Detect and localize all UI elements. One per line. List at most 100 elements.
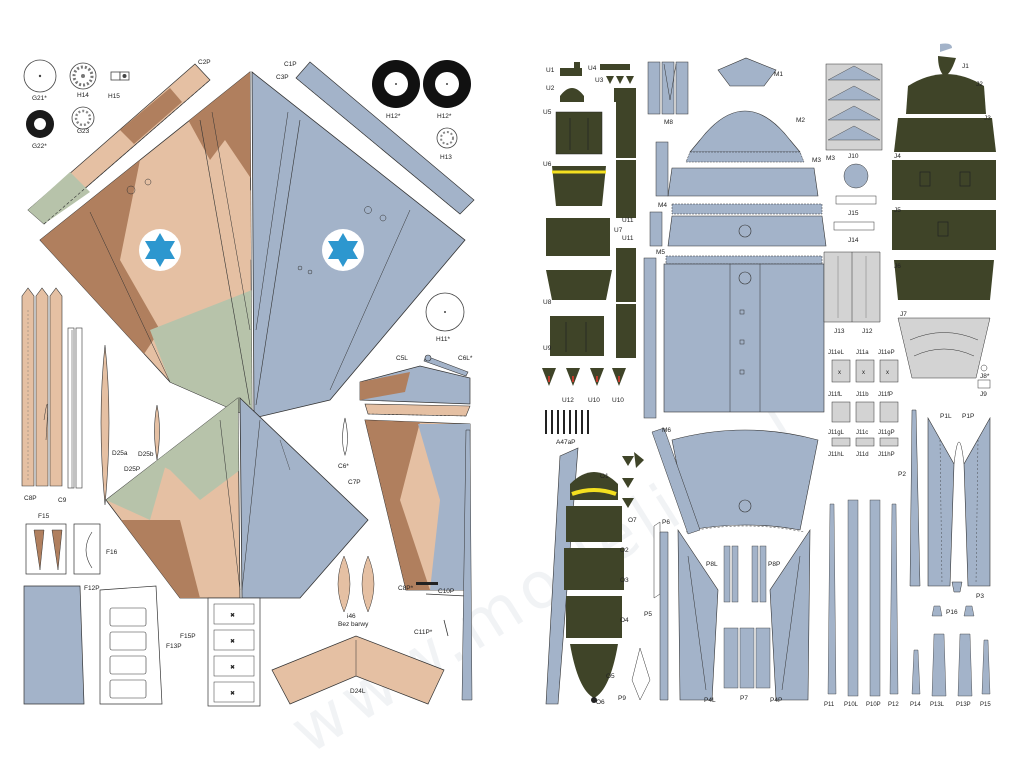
svg-text:x: x: [838, 370, 841, 376]
svg-text:H13: H13: [440, 154, 452, 161]
svg-text:P15: P15: [980, 702, 991, 708]
svg-text:J4: J4: [894, 153, 901, 160]
svg-text:✖: ✖: [230, 690, 235, 697]
svg-text:P10P: P10P: [866, 702, 881, 708]
strip-d25b: D25b D25P: [124, 404, 160, 473]
svg-text:C6L*: C6L*: [458, 355, 473, 362]
svg-text:P12: P12: [888, 702, 899, 708]
part-m1: M1: [717, 57, 783, 87]
svg-text:C6*: C6*: [338, 463, 349, 470]
svg-text:C10P: C10P: [438, 588, 454, 595]
svg-text:P13L: P13L: [930, 702, 945, 708]
svg-text:J15: J15: [848, 210, 859, 217]
svg-text:F12P: F12P: [84, 585, 100, 592]
right-page: U1 U4 U3 U2 U5 U6: [542, 43, 996, 708]
svg-text:P4P: P4P: [770, 697, 782, 704]
parts-u12-u10: U12 U10 U10: [542, 368, 626, 404]
svg-text:F15: F15: [38, 513, 50, 520]
svg-text:P1P: P1P: [962, 413, 974, 420]
svg-text:J11eP: J11eP: [878, 350, 895, 356]
svg-text:J11hL: J11hL: [828, 452, 845, 458]
part-m7: M3: [826, 155, 869, 189]
part-j14: J14: [833, 221, 875, 244]
part-h15: H15: [108, 71, 130, 100]
svg-text:H15: H15: [108, 93, 120, 100]
svg-text:✖: ✖: [230, 664, 235, 671]
strip-c8p: C8P: [21, 287, 63, 502]
elevator-d24l: D24L: [271, 635, 445, 705]
svg-text:C8P: C8P: [24, 495, 37, 502]
svg-text:P13P: P13P: [956, 702, 971, 708]
part-p8p: P8P: [751, 545, 780, 603]
svg-text:P1L: P1L: [940, 413, 952, 420]
part-p7: P7: [723, 627, 771, 702]
parts-j8-j9: J8* J9: [977, 364, 991, 398]
svg-text:P9: P9: [618, 695, 626, 702]
part-u5: U5: [543, 109, 603, 155]
tire-h12-b: H12*: [423, 60, 471, 120]
svg-text:J11fP: J11fP: [878, 392, 893, 398]
parts-o2-o5: O2 O3 O4 O5: [564, 506, 629, 698]
svg-text:M4: M4: [658, 202, 667, 209]
svg-text:D25b: D25b: [138, 451, 154, 458]
svg-text:P14: P14: [910, 702, 921, 708]
svg-text:J12: J12: [862, 328, 873, 335]
svg-text:J11gP: J11gP: [878, 430, 895, 436]
svg-text:H12*: H12*: [437, 113, 452, 120]
fin-top-c5l: C5L: [359, 355, 471, 417]
svg-text:J11c: J11c: [856, 430, 868, 436]
svg-text:O1: O1: [600, 473, 609, 480]
part-o6: O6: [591, 697, 605, 706]
svg-text:G23: G23: [77, 128, 90, 135]
svg-text:J11eL: J11eL: [828, 350, 845, 356]
svg-text:M1: M1: [774, 71, 783, 78]
right-wing-grey: C3P: [251, 71, 466, 419]
svg-text:D24L: D24L: [350, 688, 366, 695]
part-f16: F16: [73, 523, 118, 575]
left-wing-camo: [39, 71, 253, 419]
svg-text:J11gL: J11gL: [828, 430, 845, 436]
frame-f13p: F13P: [99, 585, 182, 705]
svg-text:U3: U3: [595, 77, 604, 84]
svg-text:G22*: G22*: [32, 143, 47, 150]
wheel-h13: H13: [436, 127, 458, 161]
svg-text:P8P: P8P: [768, 561, 780, 568]
wheel-h14: H14: [69, 62, 97, 99]
svg-text:O7: O7: [628, 517, 637, 524]
part-u8: U8: [543, 270, 612, 306]
part-m3: M3: [655, 141, 821, 197]
svg-text:J1: J1: [962, 63, 969, 70]
svg-text:J3: J3: [984, 115, 991, 122]
svg-text:P16: P16: [946, 609, 958, 616]
right-tailplane: [239, 397, 369, 599]
part-u1: U1: [546, 62, 582, 76]
svg-text:U10: U10: [588, 397, 600, 404]
part-a47ap: A47aP: [542, 410, 594, 446]
part-c6l: C6L*: [423, 354, 473, 377]
svg-text:U11: U11: [622, 217, 634, 224]
part-p16: P16: [931, 605, 975, 617]
svg-text:M3: M3: [812, 157, 821, 164]
svg-text:M3: M3: [826, 155, 835, 162]
part-m2: M2: [685, 110, 805, 163]
part-p1l-p1p: P1L P1P: [927, 413, 991, 587]
svg-text:U6: U6: [543, 161, 552, 168]
svg-text:J6: J6: [894, 263, 901, 270]
svg-text:U4: U4: [588, 65, 597, 72]
svg-text:x: x: [886, 370, 889, 376]
strip-c11p: C11P*: [414, 429, 473, 701]
svg-text:U7: U7: [614, 227, 623, 234]
svg-text:H12*: H12*: [386, 113, 401, 120]
wheel-h11: H11*: [425, 292, 465, 343]
svg-text:C3P: C3P: [276, 74, 289, 81]
svg-text:G21*: G21*: [32, 95, 47, 102]
svg-text:U5: U5: [543, 109, 552, 116]
svg-text:J11a: J11a: [856, 350, 869, 356]
svg-text:H14: H14: [77, 92, 89, 99]
svg-text:J10: J10: [848, 153, 859, 160]
part-p2: P2: [898, 409, 921, 587]
svg-text:D25P: D25P: [124, 466, 140, 473]
svg-text:M8: M8: [664, 119, 673, 126]
flap-c1p: C1P: [284, 61, 475, 215]
